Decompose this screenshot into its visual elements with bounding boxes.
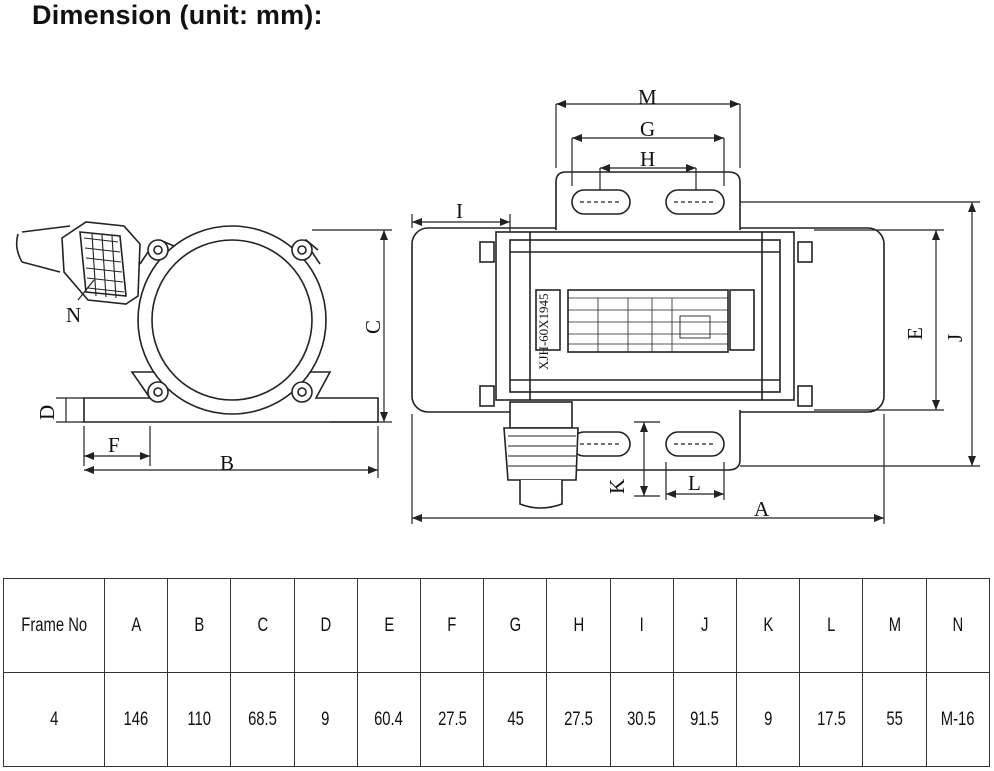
table-header-cell: E	[356, 578, 422, 673]
table-cell: 45	[483, 672, 548, 767]
label-h: H	[640, 147, 655, 171]
table-header-cell: Frame No	[3, 578, 105, 673]
table-header-cell: N	[925, 578, 991, 673]
table-header-cell: G	[483, 578, 548, 673]
page-title: Dimension (unit: mm):	[32, 0, 323, 30]
label-n: N	[66, 303, 81, 327]
table-cell: 68.5	[230, 672, 295, 767]
label-g: G	[640, 117, 655, 141]
nameplate-model: XJH-60X1945	[536, 293, 551, 370]
table-header-cell: H	[546, 578, 611, 673]
table-header-cell: D	[293, 578, 358, 673]
label-a: A	[754, 497, 770, 521]
label-d: D	[35, 405, 59, 420]
table-header-row: Frame No A B C D E F G H I J K L M N	[3, 578, 991, 673]
label-f: F	[108, 433, 120, 457]
label-l: L	[688, 471, 701, 495]
table-header-cell: C	[230, 578, 295, 673]
table-header-cell: B	[167, 578, 232, 673]
table-cell: 17.5	[799, 672, 864, 767]
dimension-table: Frame No A B C D E F G H I J K L M N 4 1…	[3, 578, 991, 767]
label-k: K	[605, 479, 629, 494]
cable-gland-icon	[61, 221, 141, 305]
top-view	[411, 103, 980, 524]
technical-drawing: N C D F B M G H I E J K L A XJH-60X1945	[15, 85, 980, 524]
label-i: I	[456, 199, 463, 223]
table-header-cell: K	[736, 578, 801, 673]
table-cell: M-16	[925, 672, 991, 767]
table-cell: 91.5	[672, 672, 738, 767]
table-header-cell: M	[862, 578, 927, 673]
label-m: M	[638, 85, 657, 109]
label-c: C	[361, 320, 385, 334]
table-cell: 30.5	[609, 672, 674, 767]
table-header-cell: I	[609, 578, 674, 673]
table-cell: 4	[3, 672, 105, 767]
table-header-cell: F	[420, 578, 485, 673]
side-view	[15, 221, 392, 478]
cable-gland-bottom-icon	[503, 401, 579, 509]
label-b: B	[220, 451, 234, 475]
table-cell: 110	[167, 672, 232, 767]
table-header-cell: A	[103, 578, 169, 673]
table-row: 4 146 110 68.5 9 60.4 27.5 45 27.5 30.5 …	[3, 672, 991, 767]
table-cell: 9	[736, 672, 801, 767]
nameplate	[567, 289, 729, 353]
label-j: J	[943, 334, 967, 342]
table-cell: 9	[293, 672, 358, 767]
table-cell: 27.5	[546, 672, 611, 767]
table-cell: 27.5	[420, 672, 485, 767]
table-cell: 146	[103, 672, 169, 767]
table-cell: 55	[862, 672, 927, 767]
table-header-cell: L	[799, 578, 864, 673]
table-header-cell: J	[672, 578, 738, 673]
label-e: E	[903, 327, 927, 340]
table-cell: 60.4	[356, 672, 422, 767]
